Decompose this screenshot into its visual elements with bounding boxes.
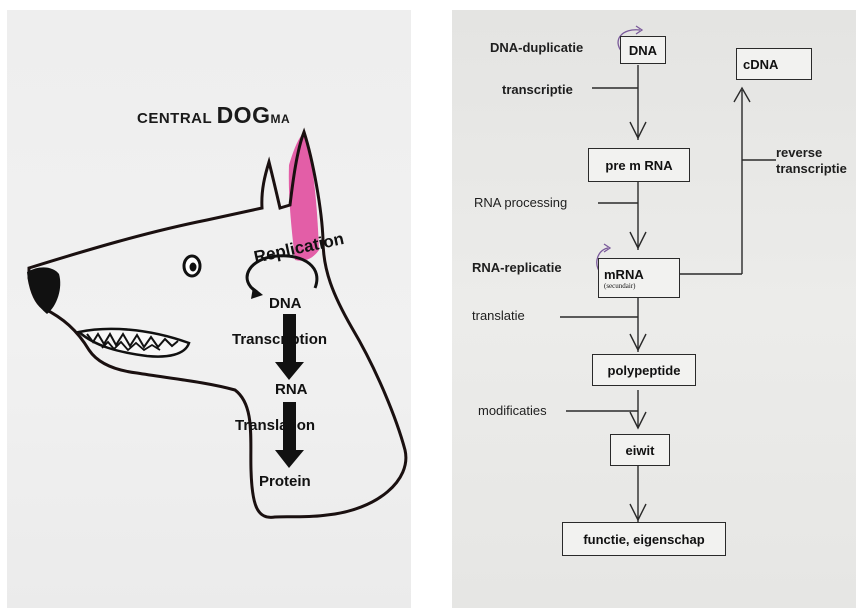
protein-label: Protein [259, 473, 311, 490]
rna-processing-label: RNA processing [474, 195, 567, 210]
cdna-box: cDNA [736, 48, 812, 80]
photo-gap [411, 0, 452, 608]
dog-drawing: Replication DNA Transcription RNA Transl… [7, 10, 411, 608]
polypeptide-box: polypeptide [592, 354, 696, 386]
transcription-label: Transcription [232, 331, 327, 348]
arrow-head-2 [275, 450, 304, 468]
functie-eigenschap-box: functie, eigenschap [562, 522, 726, 556]
transcriptie-label: transcriptie [502, 82, 573, 97]
pre-m-rna-box: pre m RNA [588, 148, 690, 182]
mrna-box: mRNA (secundair) [598, 258, 680, 298]
mrna-label: mRNA [604, 267, 644, 282]
modificaties-label: modificaties [478, 403, 547, 418]
dna-duplicatie-label: DNA-duplicatie [490, 40, 583, 55]
rna-replicatie-label: RNA-replicatie [472, 260, 562, 275]
translatie-label: translatie [472, 308, 525, 323]
rna-label: RNA [275, 381, 308, 398]
dna-label: DNA [269, 295, 302, 312]
mouth [79, 329, 189, 357]
reverse-label: reverse [776, 145, 822, 160]
eiwit-box: eiwit [610, 434, 670, 466]
nose-shape [27, 267, 60, 314]
arrow-head-1 [275, 362, 304, 380]
secundair-label: (secundair) [604, 282, 635, 290]
central-dogma-dog-photo: CENTRAL DOGMA Replication DNA Transcript… [7, 10, 411, 608]
reverse-transcriptie-label: transcriptie [776, 161, 847, 176]
dog-head-outline [29, 132, 406, 517]
translation-label: Translation [235, 417, 315, 434]
dna-box: DNA [620, 36, 666, 64]
dna-flow-diagram-photo: DNA-duplicatie DNA cDNA transcriptie pre… [452, 10, 856, 608]
